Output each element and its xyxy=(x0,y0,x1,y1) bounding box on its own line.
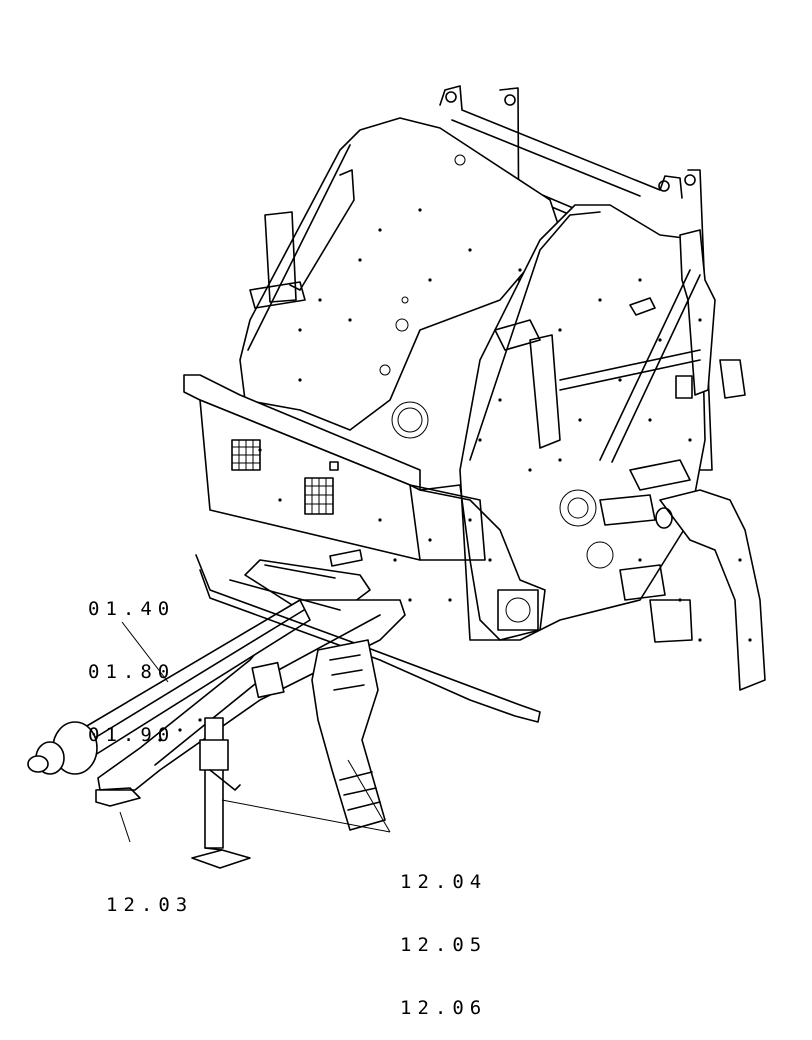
bolt-hole xyxy=(198,718,202,722)
bolt-hole xyxy=(418,208,422,212)
bolt-hole xyxy=(678,598,682,602)
bolt-hole xyxy=(618,378,622,382)
callout-label: 12.06 xyxy=(400,997,488,1019)
bolt-hole xyxy=(558,458,562,462)
callout-group-top-left: 01.40 01.80 01.90 xyxy=(88,557,175,767)
bolt-hole xyxy=(298,378,302,382)
bolt-hole xyxy=(258,448,262,452)
bolt-hole xyxy=(638,278,642,282)
bolt-hole xyxy=(378,228,382,232)
right-upright xyxy=(559,229,766,691)
bolt-hole xyxy=(698,638,702,642)
bolt-hole xyxy=(428,278,432,282)
hydraulic-hose xyxy=(195,554,541,723)
bolt-hole xyxy=(658,338,662,342)
bolt-hole xyxy=(318,298,322,302)
lower-frame xyxy=(419,484,693,643)
bolt-hole xyxy=(358,258,362,262)
callout-label: 12.04 xyxy=(400,871,488,893)
callout-group-bottom-right: 12.04 12.05 12.06 xyxy=(400,830,487,1040)
callout-label: 12.05 xyxy=(400,934,488,956)
bolt-hole xyxy=(648,418,652,422)
bolt-hole xyxy=(468,518,472,522)
bolt-hole xyxy=(393,558,397,562)
left-brackets xyxy=(249,211,306,309)
pickup-ramp xyxy=(311,639,386,831)
pto-shaft xyxy=(27,549,363,775)
callout-group-bottom-left: 12.03 xyxy=(106,853,193,937)
bolt-holes xyxy=(158,208,752,742)
callout-label: 12.03 xyxy=(106,894,194,916)
bolt-hole xyxy=(738,558,742,562)
bolt-hole xyxy=(378,518,382,522)
bolt-hole xyxy=(428,538,432,542)
leader-lines xyxy=(119,621,391,843)
bolt-hole xyxy=(558,328,562,332)
bolt-hole xyxy=(298,328,302,332)
bolt-hole xyxy=(498,398,502,402)
bolt-hole xyxy=(518,268,522,272)
bolt-hole xyxy=(598,298,602,302)
bolt-hole xyxy=(578,418,582,422)
bolt-hole xyxy=(488,558,492,562)
vent-grille-right xyxy=(304,477,334,515)
jack-stand xyxy=(191,717,251,869)
bolt-hole xyxy=(178,728,182,732)
callout-label: 01.40 xyxy=(88,598,176,620)
bolt-hole xyxy=(448,598,452,602)
bolt-hole xyxy=(748,638,752,642)
callout-label: 01.80 xyxy=(88,661,176,683)
bolt-hole xyxy=(478,438,482,442)
vent-grille-left xyxy=(231,439,261,471)
bolt-hole xyxy=(638,558,642,562)
bolt-hole xyxy=(528,468,532,472)
front-apron xyxy=(183,374,486,561)
bolt-hole xyxy=(688,438,692,442)
baler-assembly-drawing xyxy=(27,85,766,869)
bolt-hole xyxy=(158,738,162,742)
bolt-hole xyxy=(408,598,412,602)
bolt-hole xyxy=(278,498,282,502)
bolt-hole xyxy=(348,318,352,322)
bolt-hole xyxy=(468,248,472,252)
callout-label: 01.90 xyxy=(88,724,176,746)
bolt-hole xyxy=(698,318,702,322)
